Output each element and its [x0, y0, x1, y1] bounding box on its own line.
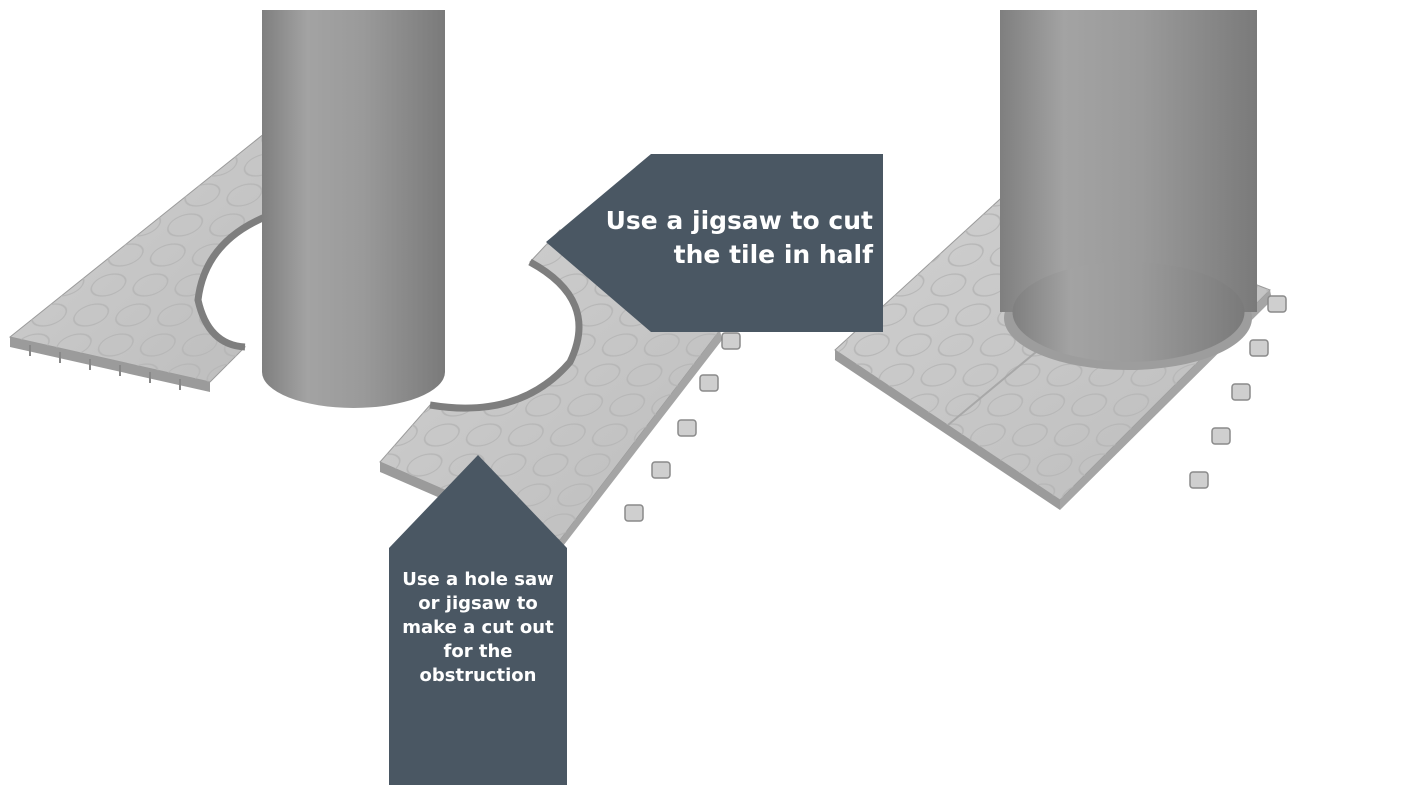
left-half-tile: [10, 133, 270, 392]
left-pillar: [262, 10, 445, 408]
callout-hole-label: Use a hole saw or jigsaw to make a cut o…: [390, 568, 566, 688]
callout-half-label: Use a jigsaw to cut the tile in half: [588, 204, 873, 272]
right-pillar: [1000, 10, 1257, 370]
